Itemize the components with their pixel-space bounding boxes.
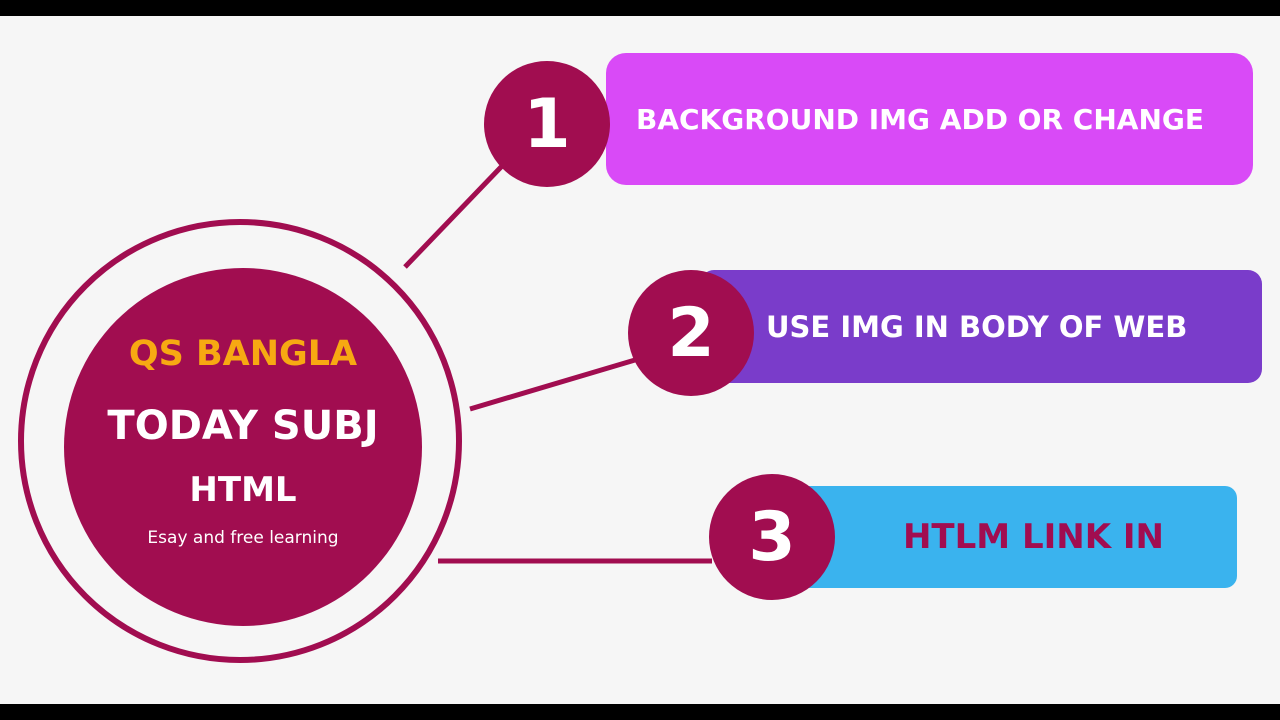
number-badge-3: 3 (709, 474, 835, 600)
topic-label: HTML (189, 470, 297, 510)
brand-name: QS BANGLA (128, 334, 358, 374)
connector-line-1 (403, 164, 504, 269)
item-2-label: USE IMG IN BODY OF WEB (766, 309, 1188, 344)
number-badge-2: 2 (628, 270, 754, 396)
item-3-label: HTLM LINK IN (902, 517, 1165, 557)
center-circle (64, 268, 422, 626)
item-2-box: USE IMG IN BODY OF WEB (700, 270, 1262, 383)
connector-lines (403, 164, 712, 564)
tagline: Esay and free learning (147, 528, 339, 548)
number-badge-1: 1 (484, 61, 610, 187)
item-1-label: BACKGROUND IMG ADD OR CHANGE (636, 102, 1204, 136)
diagram-canvas: QS BANGLA TODAY SUBJ HTML Esay and free … (0, 16, 1280, 704)
item-3-box: HTLM LINK IN (790, 486, 1237, 588)
subject-heading: TODAY SUBJ (107, 403, 379, 449)
item-1-box: BACKGROUND IMG ADD OR CHANGE (606, 53, 1253, 185)
connector-line-2 (469, 357, 636, 412)
